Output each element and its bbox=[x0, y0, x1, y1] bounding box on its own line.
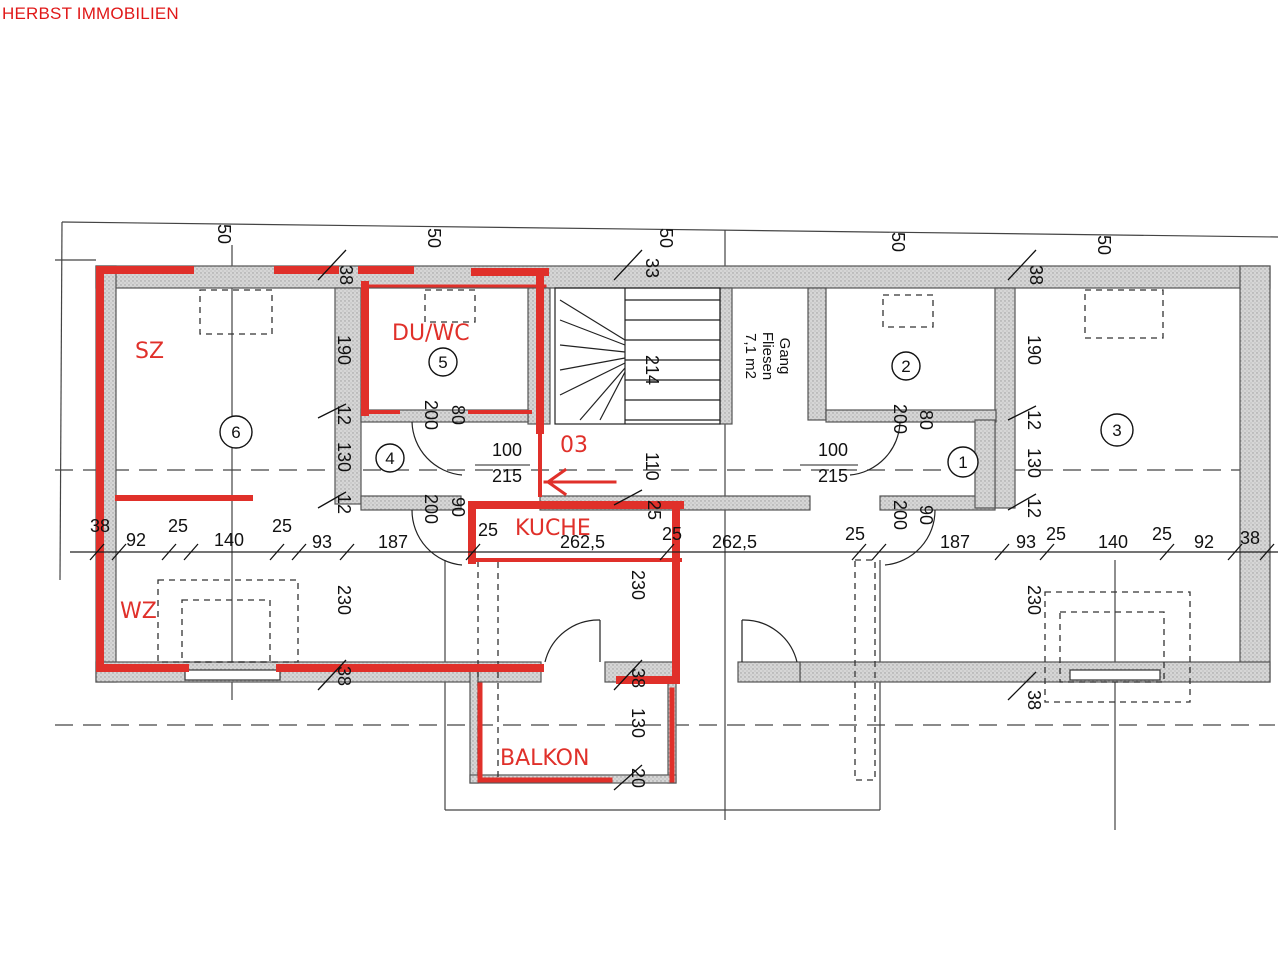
room-number-5: 5 bbox=[438, 353, 447, 372]
dim-l-130: 130 bbox=[334, 442, 354, 472]
room-number-circles bbox=[219, 347, 1134, 478]
dim-stair-33: 33 bbox=[642, 258, 662, 278]
gang-label: Gang Fliesen 7,1 m2 bbox=[742, 332, 793, 380]
dim-l-12a: 12 bbox=[334, 405, 354, 425]
dim-r-130: 130 bbox=[1024, 448, 1044, 478]
dim-mid-262-5b: 262,5 bbox=[712, 532, 757, 552]
fixtures bbox=[157, 289, 1191, 781]
dim-door-100b: 100 bbox=[818, 440, 848, 460]
dim-door-200b: 200 bbox=[421, 494, 441, 524]
room-label-sz: SZ bbox=[135, 339, 164, 364]
dim-balkon-130: 130 bbox=[628, 708, 648, 738]
dim-l-230: 230 bbox=[334, 585, 354, 615]
dim-right-92: 92 bbox=[1194, 532, 1214, 552]
dim-r-12a: 12 bbox=[1024, 410, 1044, 430]
red-markup bbox=[96, 266, 684, 783]
dim-r-230: 230 bbox=[1024, 585, 1044, 615]
dim-door-80a: 80 bbox=[448, 405, 468, 425]
dim-right-38: 38 bbox=[1240, 528, 1260, 548]
dim-left-93: 93 bbox=[312, 532, 332, 552]
dim-door-100a: 100 bbox=[492, 440, 522, 460]
dim-mid-25a: 25 bbox=[478, 520, 498, 540]
dim-r-38b: 38 bbox=[1024, 690, 1044, 710]
dim-left-38: 38 bbox=[90, 516, 110, 536]
dim-door-200a: 200 bbox=[421, 400, 441, 430]
room-number-2: 2 bbox=[901, 357, 910, 376]
dim-kueche-38: 38 bbox=[628, 668, 648, 688]
dim-balkon-20: 20 bbox=[628, 768, 648, 788]
gang-label-line1: Gang bbox=[776, 338, 793, 375]
room-label-du-wc: DU/WC bbox=[392, 321, 470, 346]
dim-mid-25c: 25 bbox=[845, 524, 865, 544]
staircase bbox=[554, 287, 721, 425]
dim-stair-25: 25 bbox=[644, 500, 664, 520]
dimension-ticks bbox=[89, 249, 1275, 791]
dims-horizontal: 38 92 25 140 25 93 187 25 262,5 25 262,5… bbox=[90, 440, 1260, 552]
dim-right-140: 140 bbox=[1098, 532, 1128, 552]
brand-title: HERBST IMMOBILIEN bbox=[2, 4, 179, 23]
dim-right-187: 187 bbox=[940, 532, 970, 552]
dim-door-200d: 200 bbox=[890, 500, 910, 530]
dim-l-38: 38 bbox=[336, 265, 356, 285]
dim-mid-262-5a: 262,5 bbox=[560, 532, 605, 552]
room-label-kueche: KUCHE bbox=[515, 516, 591, 541]
dim-stair-214: 214 bbox=[642, 355, 662, 385]
gang-label-line3: 7,1 m2 bbox=[742, 333, 759, 379]
dims-vertical: 38 190 12 130 12 230 38 80 200 90 200 33… bbox=[214, 224, 1114, 788]
dim-top-e: 50 bbox=[1094, 235, 1114, 255]
room-number-3: 3 bbox=[1112, 421, 1121, 440]
dim-kueche-230: 230 bbox=[628, 570, 648, 600]
dim-l-38b: 38 bbox=[334, 666, 354, 686]
dim-l-12b: 12 bbox=[334, 494, 354, 514]
dim-door-215b: 215 bbox=[818, 466, 848, 486]
dim-door-215a: 215 bbox=[492, 466, 522, 486]
dim-r-12b: 12 bbox=[1024, 498, 1044, 518]
dim-top-c: 50 bbox=[656, 228, 676, 248]
dim-door-80b: 80 bbox=[916, 410, 936, 430]
dim-right-93: 93 bbox=[1016, 532, 1036, 552]
dim-top-d: 50 bbox=[888, 232, 908, 252]
dim-left-92: 92 bbox=[126, 530, 146, 550]
door-swings bbox=[411, 421, 936, 663]
dim-r-38: 38 bbox=[1026, 265, 1046, 285]
dim-left-187: 187 bbox=[378, 532, 408, 552]
dim-stair-110: 110 bbox=[642, 452, 662, 481]
dim-r-190: 190 bbox=[1024, 335, 1044, 365]
room-number-4: 4 bbox=[385, 449, 394, 468]
dim-left-25a: 25 bbox=[168, 516, 188, 536]
room-label-wz: WZ bbox=[120, 599, 157, 624]
dim-door-200c: 200 bbox=[890, 404, 910, 434]
dim-mid-25b: 25 bbox=[662, 524, 682, 544]
dim-right-25b: 25 bbox=[1152, 524, 1172, 544]
room-number-1: 1 bbox=[958, 453, 967, 472]
room-label-balkon: BALKON bbox=[500, 746, 589, 771]
dim-door-90a: 90 bbox=[448, 497, 468, 517]
dim-right-25a: 25 bbox=[1046, 524, 1066, 544]
dim-left-140: 140 bbox=[214, 530, 244, 550]
dim-l-190: 190 bbox=[334, 335, 354, 365]
windows bbox=[184, 669, 1161, 681]
gang-label-line2: Fliesen bbox=[759, 332, 776, 380]
dim-top-b: 50 bbox=[424, 228, 444, 248]
room-label-marker: 03 bbox=[560, 433, 588, 458]
dim-door-90b: 90 bbox=[916, 505, 936, 525]
dim-top-a: 50 bbox=[214, 224, 234, 244]
room-number-6: 6 bbox=[231, 423, 240, 442]
dim-left-25b: 25 bbox=[272, 516, 292, 536]
